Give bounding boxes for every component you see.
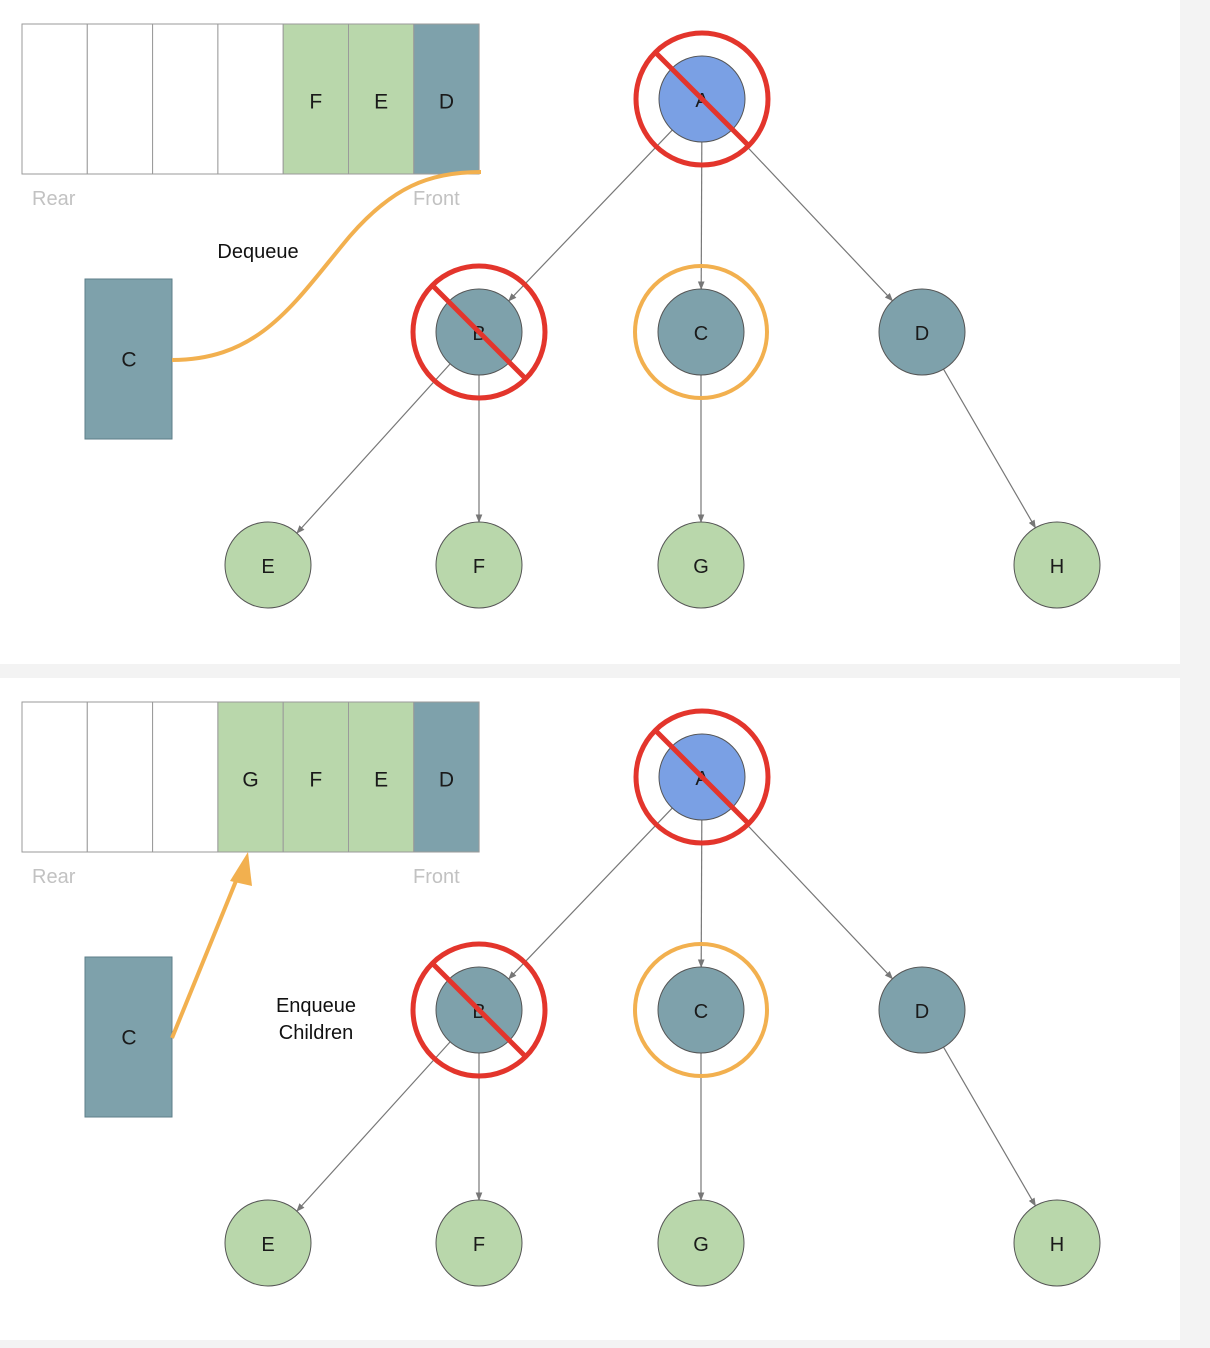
dequeued-item-box: [84, 956, 173, 1118]
node-g: [657, 521, 745, 609]
node-c: [657, 288, 745, 376]
enqueue-arrow-head: [230, 852, 252, 886]
edge-d-h: [943, 368, 1036, 529]
edge-b-e: [296, 363, 451, 534]
queue-cell-6: [413, 701, 480, 853]
queue-cell-0: [21, 23, 88, 175]
queue-cell-4: [282, 701, 350, 853]
queue-cell-5: [348, 23, 415, 175]
node-e: [224, 521, 312, 609]
visited-ring-b: [410, 941, 548, 1079]
edge-b-e: [296, 1041, 451, 1212]
visited-strike-b: [429, 960, 529, 1060]
queue-cell-0: [21, 701, 88, 853]
queue-rear-label: Rear: [32, 188, 76, 210]
node-label-h: H: [1050, 1234, 1064, 1256]
node-f: [435, 521, 523, 609]
node-label-c: C: [694, 323, 708, 345]
node-f: [435, 1199, 523, 1287]
node-label-g: G: [693, 556, 709, 578]
visited-strike-b: [429, 282, 529, 382]
edge-a-b: [508, 807, 673, 980]
queue-cell-label-e: E: [374, 91, 388, 114]
node-label-d: D: [915, 323, 929, 345]
queue-cell-2: [152, 701, 219, 853]
edge-a-d: [731, 129, 894, 302]
queue: F E D Rear Front: [21, 23, 480, 210]
node-label-d: D: [915, 1001, 929, 1023]
node-label-f: F: [473, 1234, 485, 1256]
panel-dequeue: FEDRearFrontCDequeueABCDEFGH: [0, 0, 1180, 664]
dequeued-item-box: [84, 278, 173, 440]
dequeued-item-label: C: [121, 349, 136, 372]
node-label-e: E: [261, 1234, 274, 1256]
queue-cell-1: [86, 23, 154, 175]
action-label-children: Children: [279, 1022, 353, 1044]
queue-cell-1: [86, 701, 154, 853]
queue-cell-label-d: D: [439, 91, 454, 114]
queue-front-label: Front: [413, 866, 460, 888]
edge-a-d: [731, 807, 894, 980]
action-label-enqueue: Enqueue: [276, 995, 356, 1017]
node-h: [1013, 521, 1101, 609]
visited-ring-a: [633, 30, 771, 168]
node-g: [657, 1199, 745, 1287]
node-label-g: G: [693, 1234, 709, 1256]
edge-a-b: [508, 129, 673, 302]
current-ring-c: [633, 264, 769, 400]
node-h: [1013, 1199, 1101, 1287]
queue-cell-5: [348, 701, 415, 853]
visited-ring-a: [633, 708, 771, 846]
node-label-e: E: [261, 556, 274, 578]
node-label-h: H: [1050, 556, 1064, 578]
queue-cell-label-d: D: [439, 769, 454, 792]
queue-cell-3: [217, 23, 284, 175]
node-label-f: F: [473, 556, 485, 578]
queue-cell-2: [152, 23, 219, 175]
panel-enqueue: GFEDRearFrontCEnqueueChildrenABCDEFGH: [0, 678, 1180, 1340]
edge-d-h: [943, 1046, 1036, 1207]
queue-cell-label-f: F: [309, 769, 322, 792]
queue-rear-label: Rear: [32, 866, 76, 888]
tree-nodes: ABCDEFGH: [224, 30, 1101, 609]
dequeued-item-label: C: [121, 1027, 136, 1050]
queue-cell-label-f: F: [309, 91, 322, 114]
action-label-dequeue: Dequeue: [217, 241, 298, 263]
queue-cell-3: [217, 701, 284, 853]
enqueue-arrow-line: [170, 875, 240, 1039]
node-label-c: C: [694, 1001, 708, 1023]
queue: G F E D Rear Front: [21, 701, 480, 888]
visited-ring-b: [410, 263, 548, 401]
visited-strike-a: [652, 727, 752, 827]
node-e: [224, 1199, 312, 1287]
queue-cell-label-g: G: [242, 769, 258, 792]
dequeue-curve: [171, 170, 482, 362]
visited-strike-a: [652, 49, 752, 149]
node-d: [878, 966, 966, 1054]
current-ring-c: [633, 942, 769, 1078]
queue-cell-4: [282, 23, 350, 175]
tree-nodes: ABCDEFGH: [224, 708, 1101, 1287]
node-d: [878, 288, 966, 376]
queue-front-label: Front: [413, 188, 460, 210]
queue-cell-label-e: E: [374, 769, 388, 792]
node-c: [657, 966, 745, 1054]
